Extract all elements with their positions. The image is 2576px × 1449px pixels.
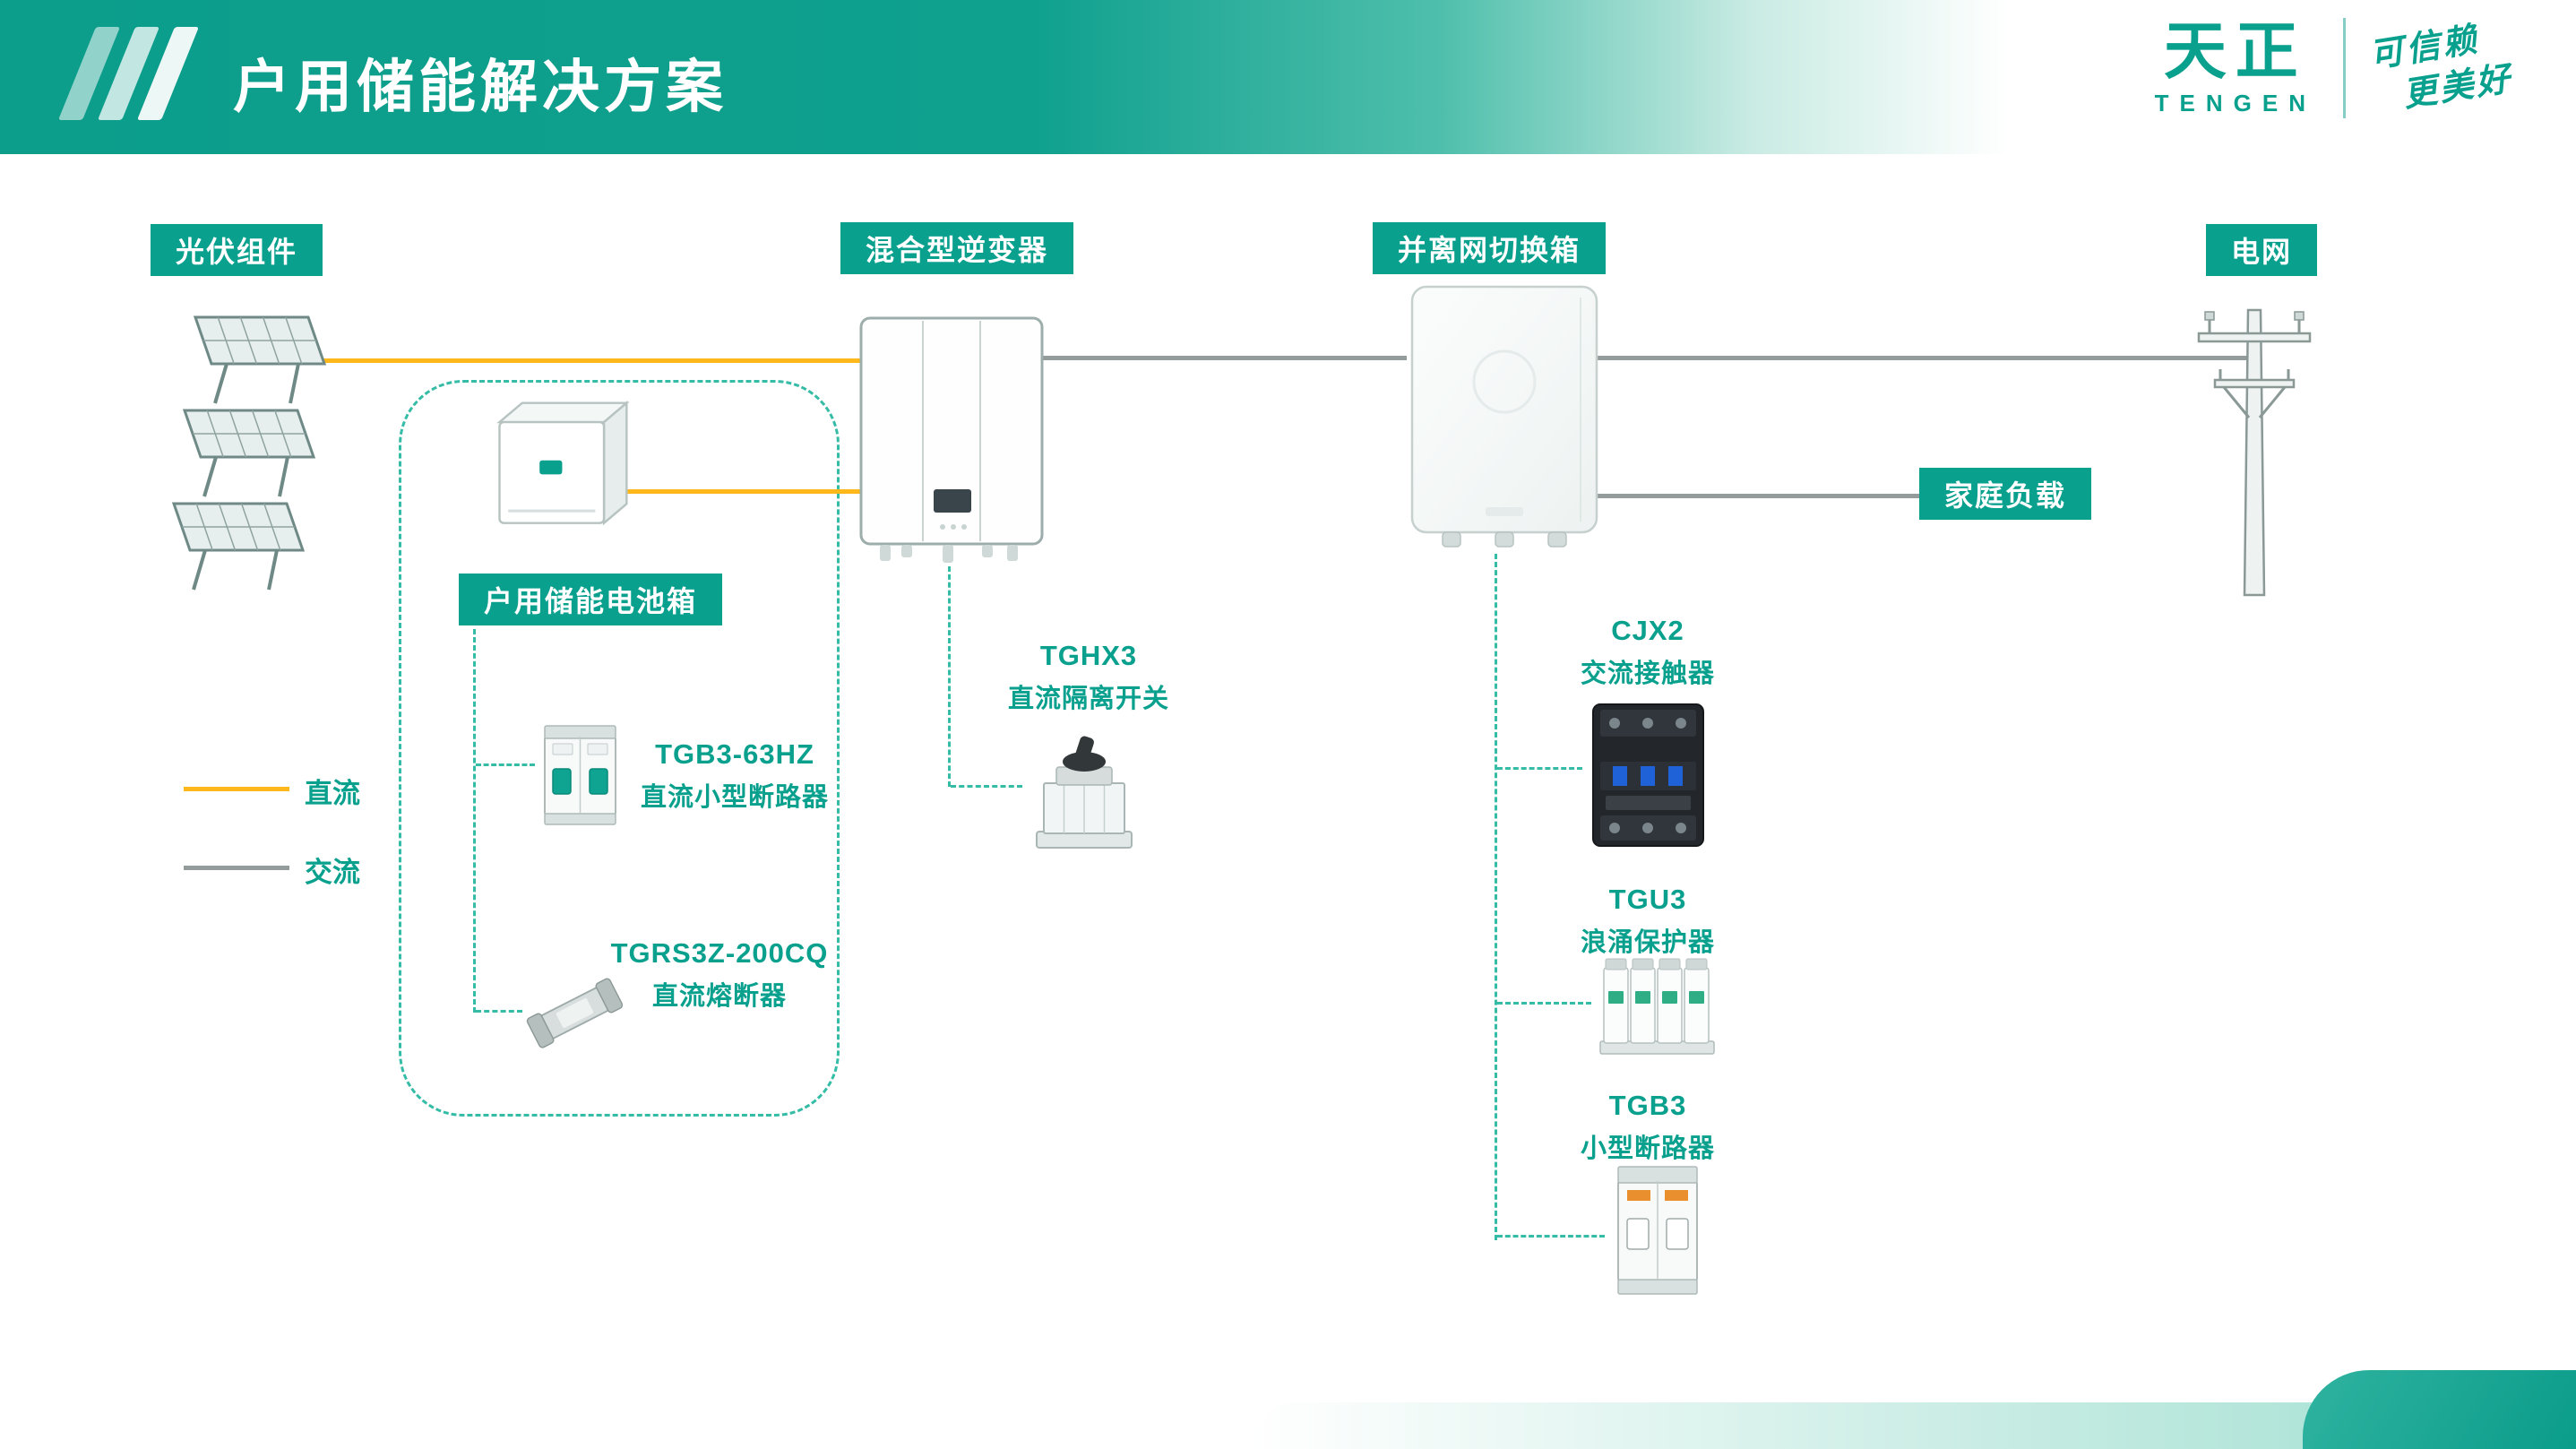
product-name: TGB3-63HZ	[655, 738, 814, 770]
product-name: TGRS3Z-200CQ	[610, 937, 829, 969]
grid-switch-box-image	[1407, 283, 1602, 552]
product-desc: 直流隔离开关	[1007, 685, 1169, 713]
logo-text: 天正 TENGEN	[2155, 20, 2316, 117]
connector-tgb3-branch	[1497, 1235, 1605, 1238]
connector-tgu3-branch	[1497, 1002, 1591, 1005]
label-home-load: 家庭负载	[1919, 468, 2092, 520]
callout-tghx3: TGHX3 直流隔离开关	[972, 640, 1205, 715]
callout-tgu3: TGU3 浪涌保护器	[1558, 884, 1737, 959]
ac-line-switchbox-to-grid	[1597, 356, 2247, 360]
product-desc: 浪涌保护器	[1580, 928, 1715, 957]
product-name: TGB3	[1608, 1090, 1687, 1121]
connector-cjx2-branch	[1497, 767, 1582, 770]
product-desc: 直流小型断路器	[640, 783, 829, 812]
connector-tgb3-63hz-branch	[476, 763, 535, 766]
title-slashes-icon	[57, 27, 220, 120]
callout-tgrs3z-200cq: TGRS3Z-200CQ 直流熔断器	[599, 937, 840, 1013]
tgb3-breaker-image	[1609, 1161, 1706, 1303]
product-desc: 小型断路器	[1580, 1134, 1715, 1163]
tgb3-63hz-breaker-image	[538, 722, 623, 828]
label-pv-modules: 光伏组件	[151, 224, 323, 276]
tghx3-isolator-image	[1026, 731, 1142, 855]
connector-tgrs3z-branch	[476, 1010, 522, 1013]
label-battery-box: 户用储能电池箱	[459, 574, 723, 625]
power-pole-icon	[2193, 294, 2314, 599]
label-grid-switch-box: 并离网切换箱	[1373, 222, 1607, 274]
legend-ac-line	[184, 866, 289, 870]
product-desc: 直流熔断器	[651, 982, 787, 1011]
header-banner: 户用储能解决方案 天正 TENGEN 可信赖 更美好	[0, 0, 2576, 154]
callout-cjx2: CJX2 交流接触器	[1558, 615, 1737, 690]
solar-panel-icon	[159, 312, 330, 410]
logo-tagline: 可信赖 更美好	[2366, 13, 2516, 123]
label-power-grid: 电网	[2206, 224, 2318, 276]
logo-divider	[2342, 18, 2346, 118]
dc-line-battery-to-inverter	[627, 489, 861, 494]
solar-panel-icon	[138, 498, 308, 597]
cjx2-contactor-image	[1588, 699, 1709, 851]
ac-line-switchbox-to-load	[1597, 494, 1919, 498]
logo-cn: 天正	[2163, 15, 2307, 86]
page-title: 户用储能解决方案	[233, 55, 728, 119]
logo-en: TENGEN	[2154, 89, 2316, 116]
connector-inverter-to-tghx3	[948, 566, 951, 787]
legend-ac-label: 交流	[305, 857, 360, 888]
battery-box-image	[473, 392, 648, 545]
bottom-corner-shape	[2303, 1370, 2576, 1449]
solar-panel-icon	[149, 405, 319, 504]
dc-line-pv-to-inverter	[314, 358, 861, 363]
legend-dc-label: 直流	[305, 778, 360, 809]
tgrs3z-fuse-image	[523, 964, 626, 1063]
tengen-logo: 天正 TENGEN 可信赖 更美好	[2155, 18, 2515, 118]
callout-tgb3-63hz: TGB3-63HZ 直流小型断路器	[627, 738, 842, 814]
product-name: CJX2	[1611, 615, 1684, 646]
legend-dc-line	[184, 787, 289, 791]
product-name: TGU3	[1608, 884, 1687, 915]
callout-tgb3: TGB3 小型断路器	[1558, 1090, 1737, 1165]
tgu3-surge-protector-image	[1597, 952, 1718, 1061]
hybrid-inverter-image	[857, 314, 1047, 569]
product-desc: 交流接触器	[1580, 660, 1715, 688]
connector-switchbox-products	[1495, 554, 1497, 1240]
product-name: TGHX3	[1039, 640, 1138, 671]
connector-battery-products	[473, 629, 476, 1013]
label-hybrid-inverter: 混合型逆变器	[840, 222, 1074, 274]
connector-tghx3-branch	[951, 785, 1022, 788]
battery-storage-zone	[399, 380, 840, 1117]
ac-line-inverter-to-switchbox	[1042, 356, 1407, 360]
